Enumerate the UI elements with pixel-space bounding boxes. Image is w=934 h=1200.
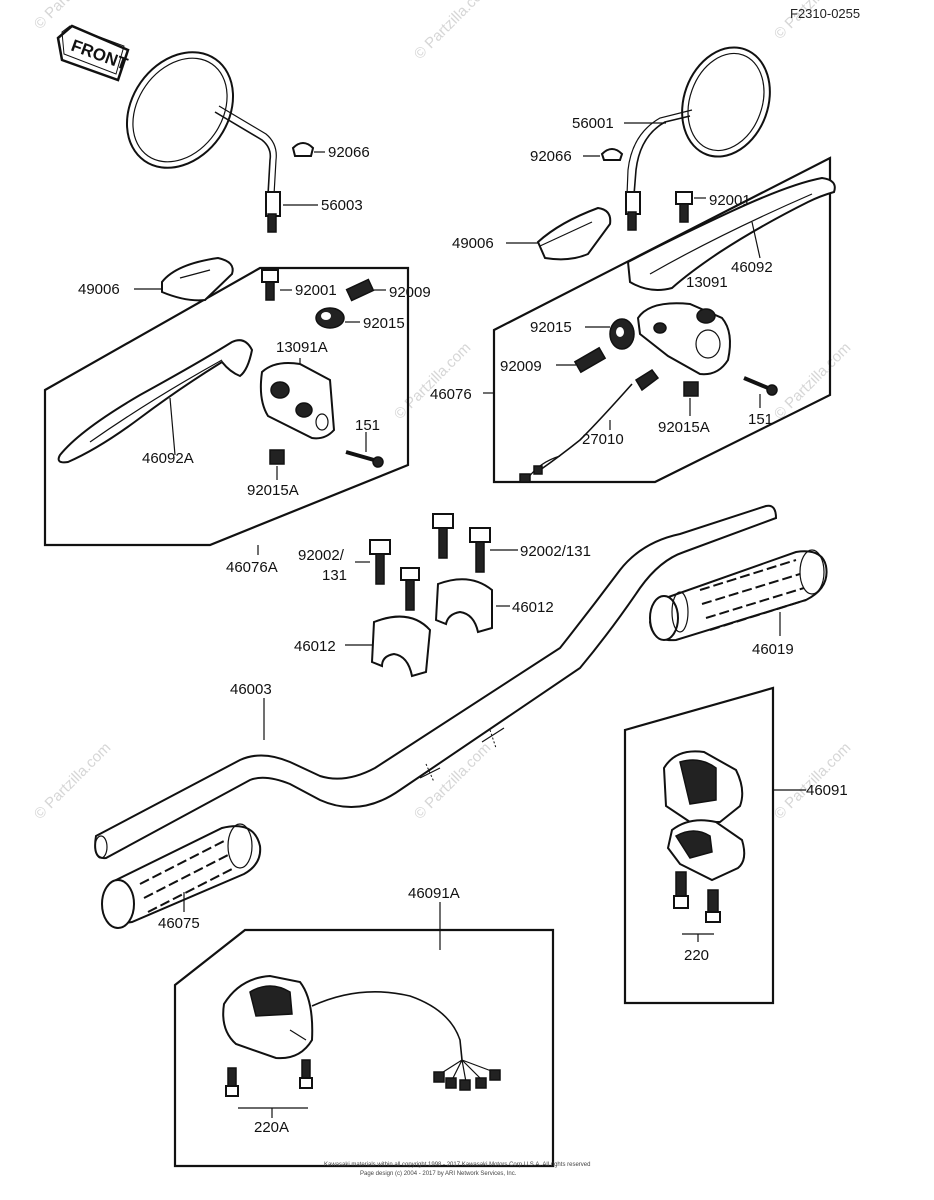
part-label: 92015A <box>247 482 299 499</box>
part-label: 92015 <box>363 315 405 332</box>
part-label: 27010 <box>582 431 624 448</box>
part-label: 46091 <box>806 782 848 799</box>
part-label: 92066 <box>530 148 572 165</box>
part-label: 151 <box>355 417 380 434</box>
part-220-screws <box>673 871 721 923</box>
part-label: 92066 <box>328 144 370 161</box>
assembly-box-46076 <box>492 156 832 484</box>
part-220A-screws <box>225 1059 313 1097</box>
part-label: 56001 <box>572 115 614 132</box>
part-46012-upper <box>434 578 493 634</box>
part-92001-left <box>261 269 279 301</box>
part-label: 46019 <box>752 641 794 658</box>
watermark: © Partzilla.com <box>771 339 854 422</box>
part-46091A-switch <box>222 974 501 1091</box>
part-label: 92001 <box>295 282 337 299</box>
part-92009-right <box>573 346 607 374</box>
part-49006-left <box>161 256 234 302</box>
part-46075-grip <box>101 823 262 929</box>
part-label: 220 <box>684 947 709 964</box>
part-label: 131 <box>322 567 347 584</box>
part-label: 92002/131 <box>520 543 591 560</box>
part-label: 151 <box>748 411 773 428</box>
assembly-box-46091 <box>623 686 775 1005</box>
part-92015A-right <box>683 381 699 397</box>
part-151-right <box>743 376 778 396</box>
watermark: © Partzilla.com <box>411 0 494 63</box>
part-label: 13091A <box>276 339 328 356</box>
part-label: 220A <box>254 1119 289 1136</box>
part-label: 49006 <box>452 235 494 252</box>
part-label: 49006 <box>78 281 120 298</box>
part-label: 46003 <box>230 681 272 698</box>
part-49006-right <box>536 206 612 261</box>
part-46012-lower <box>370 615 432 678</box>
assembly-box-46076A <box>43 266 410 547</box>
assembly-box-46091A <box>173 928 555 1168</box>
part-92002-131 <box>369 513 491 611</box>
part-92066-left <box>291 142 325 157</box>
part-label: 92015 <box>530 319 572 336</box>
watermark: © Partzilla.com <box>391 339 474 422</box>
part-46003-handlebar <box>94 504 778 860</box>
part-46091-switch <box>662 750 746 882</box>
part-92009-left <box>345 278 375 302</box>
part-27010 <box>519 368 660 483</box>
part-label: 92009 <box>389 284 431 301</box>
watermark: © Partzilla.com <box>31 739 114 822</box>
figure-code: F2310-0255 <box>790 6 860 21</box>
part-label: 92002/ <box>298 547 345 564</box>
part-92015A-left <box>269 449 285 465</box>
part-13091A <box>259 362 336 440</box>
copyright-line: Page design (c) 2004 - 2017 by ARI Netwo… <box>360 1171 517 1177</box>
part-label: 46075 <box>158 915 200 932</box>
mirror-left <box>125 51 281 233</box>
part-92001-right <box>675 191 693 223</box>
part-label: 92009 <box>500 358 542 375</box>
part-label: 46012 <box>294 638 336 655</box>
part-label: 92015A <box>658 419 710 436</box>
part-46092A <box>57 339 254 464</box>
copyright-line: Kawasaki materials within all copyright … <box>324 1162 590 1168</box>
part-46092 <box>626 176 836 291</box>
part-label: 46076A <box>226 559 278 576</box>
part-label: 46012 <box>512 599 554 616</box>
part-label: 46092 <box>731 259 773 276</box>
part-92066-right <box>583 148 624 161</box>
part-label: 46076 <box>430 386 472 403</box>
part-label: 56003 <box>321 197 363 214</box>
part-label: 46091A <box>408 885 460 902</box>
part-92015-right <box>609 318 635 350</box>
mirror-right <box>625 46 771 231</box>
front-arrow: FRONT <box>56 24 131 82</box>
part-label: 92001 <box>709 192 751 209</box>
part-label: 46092A <box>142 450 194 467</box>
part-label: 13091 <box>686 274 728 291</box>
part-151-left <box>345 450 384 468</box>
part-46019-grip <box>648 549 828 642</box>
part-13091 <box>636 302 731 376</box>
part-92015-left <box>315 307 345 329</box>
